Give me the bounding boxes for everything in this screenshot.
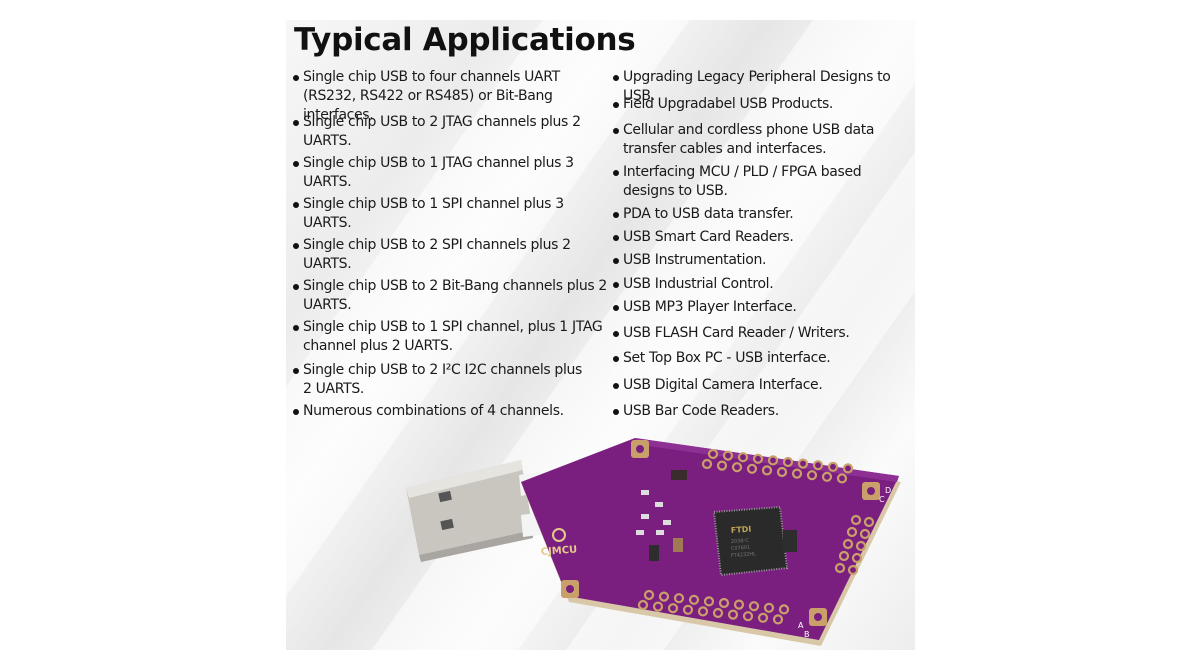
- pcb: FTDI 2038-C C07601 FT4232HL CJMCU: [521, 438, 901, 646]
- application-list-item: Interfacing MCU / PLD / FPGA based desig…: [612, 163, 915, 201]
- svg-text:B: B: [804, 630, 810, 639]
- application-list-item: Single chip USB to 1 SPI channel, plus 1…: [292, 318, 613, 356]
- usb-plug-icon: [406, 460, 545, 562]
- svg-text:A: A: [798, 621, 804, 630]
- application-list-item: Single chip USB to 1 SPI channel plus 3 …: [292, 195, 583, 233]
- svg-text:D: D: [885, 486, 891, 495]
- header-pads: [637, 448, 875, 625]
- application-list-item: PDA to USB data transfer.: [612, 205, 915, 224]
- board-illustration: FTDI 2038-C C07601 FT4232HL CJMCU: [406, 438, 901, 646]
- application-list-item: Single chip USB to 2 Bit-Bang channels p…: [292, 277, 613, 315]
- application-list-item: Field Upgradabel USB Products.: [612, 95, 915, 114]
- application-list-item: Single chip USB to 2 JTAG channels plus …: [292, 113, 603, 151]
- svg-text:CJMCU: CJMCU: [540, 544, 577, 558]
- application-list-item: Single chip USB to 2 SPI channels plus 2…: [292, 236, 583, 274]
- application-list-item: Single chip USB to 1 JTAG channel plus 3…: [292, 154, 583, 192]
- application-list-item: Upgrading Legacy Peripheral Designs to U…: [612, 68, 915, 106]
- application-list-item: USB FLASH Card Reader / Writers.: [612, 324, 915, 343]
- svg-text:C: C: [879, 495, 885, 504]
- application-list-item: USB Bar Code Readers.: [612, 402, 915, 421]
- application-list-item: USB MP3 Player Interface.: [612, 298, 915, 317]
- page-title: Typical Applications: [294, 22, 636, 58]
- application-list-item: USB Smart Card Readers.: [612, 228, 915, 247]
- svg-text:FT4232HL: FT4232HL: [731, 551, 757, 559]
- application-list-item: USB Instrumentation.: [612, 251, 915, 270]
- svg-text:C07601: C07601: [731, 545, 751, 552]
- svg-text:2038-C: 2038-C: [731, 538, 750, 545]
- application-list-item: Set Top Box PC - USB interface.: [612, 349, 915, 368]
- application-list-item: USB Digital Camera Interface.: [612, 376, 915, 395]
- application-list-item: Single chip USB to four channels UART (R…: [292, 68, 615, 125]
- application-list-item: USB Industrial Control.: [612, 275, 915, 294]
- product-image-panel: Typical Applications Single chip USB to …: [286, 20, 915, 650]
- application-list-item: Single chip USB to 2 I²C I2C channels pl…: [292, 361, 593, 399]
- application-list-item: Cellular and cordless phone USB data tra…: [612, 121, 885, 159]
- application-list-item: Numerous combinations of 4 channels.: [292, 402, 603, 421]
- svg-text:FTDI: FTDI: [731, 525, 752, 535]
- ft4232h-board-image: FTDI 2038-C C07601 FT4232HL CJMCU: [401, 430, 911, 650]
